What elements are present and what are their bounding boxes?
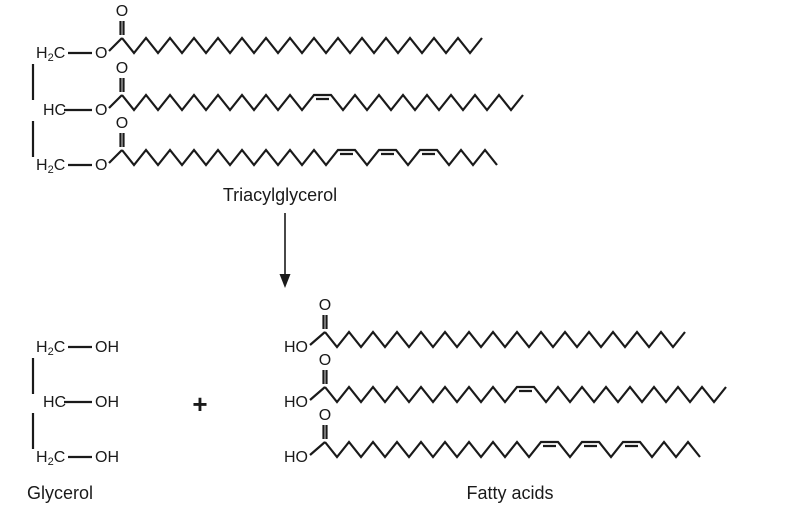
plus-sign: + bbox=[192, 389, 207, 419]
carbonyl-oxygen-3: O bbox=[319, 407, 331, 424]
o-carbonyl-bond-2 bbox=[108, 94, 123, 109]
acyl-chain-saturated bbox=[121, 36, 483, 55]
fatty-acid-chain-saturated bbox=[324, 330, 686, 349]
hydroxyl-label-2: OH bbox=[95, 394, 119, 411]
glycerol-structure: H2C HC H2C OH OH OH Glycerol bbox=[27, 339, 119, 503]
ester-oxygen-2: O bbox=[95, 102, 107, 119]
reaction-arrow bbox=[279, 213, 291, 288]
arrow-head-icon bbox=[279, 274, 291, 288]
backbone-carbon-label-1: H2C bbox=[36, 45, 65, 64]
backbone-carbon-label-2: HC bbox=[43, 102, 66, 119]
glycerol-label: Glycerol bbox=[27, 483, 93, 503]
fatty-acids-structures: HO HO HO O O O Fatty acids bbox=[284, 297, 727, 503]
glycerol-carbon-label-3: H2C bbox=[36, 449, 65, 468]
hydroxyl-label-3: OH bbox=[95, 449, 119, 466]
triacylglycerol-structure: H2C HC H2C O O O O O O Triacylglycerol bbox=[31, 3, 524, 205]
o-carbonyl-bond-3 bbox=[108, 149, 123, 164]
triacylglycerol-label: Triacylglycerol bbox=[223, 185, 337, 205]
acyl-chain-polyunsaturated bbox=[121, 148, 498, 167]
ester-oxygen-1: O bbox=[95, 45, 107, 62]
o-carbonyl-bond-1 bbox=[108, 37, 123, 52]
glycerol-carbon-label-1: H2C bbox=[36, 339, 65, 358]
ho-carbonyl-bond-3 bbox=[309, 441, 326, 456]
carbonyl-oxygen-1: O bbox=[116, 3, 128, 20]
ho-carbonyl-bond-1 bbox=[309, 331, 326, 346]
fatty-acid-chain-polyunsaturated bbox=[324, 440, 701, 459]
carbonyl-oxygen-3: O bbox=[116, 115, 128, 132]
carboxyl-ho-label-3: HO bbox=[284, 449, 308, 466]
carboxyl-ho-label-2: HO bbox=[284, 394, 308, 411]
carbonyl-oxygen-2: O bbox=[116, 60, 128, 77]
fatty-acid-chain-monounsaturated bbox=[324, 385, 727, 404]
backbone-carbon-label-3: H2C bbox=[36, 157, 65, 176]
ester-oxygen-3: O bbox=[95, 157, 107, 174]
acyl-chain-monounsaturated bbox=[121, 93, 524, 112]
carboxyl-ho-label-1: HO bbox=[284, 339, 308, 356]
carbonyl-oxygen-2: O bbox=[319, 352, 331, 369]
ho-carbonyl-bond-2 bbox=[309, 386, 326, 401]
glycerol-carbon-label-2: HC bbox=[43, 394, 66, 411]
hydroxyl-label-1: OH bbox=[95, 339, 119, 356]
fatty-acids-label: Fatty acids bbox=[466, 483, 553, 503]
carbonyl-oxygen-1: O bbox=[319, 297, 331, 314]
